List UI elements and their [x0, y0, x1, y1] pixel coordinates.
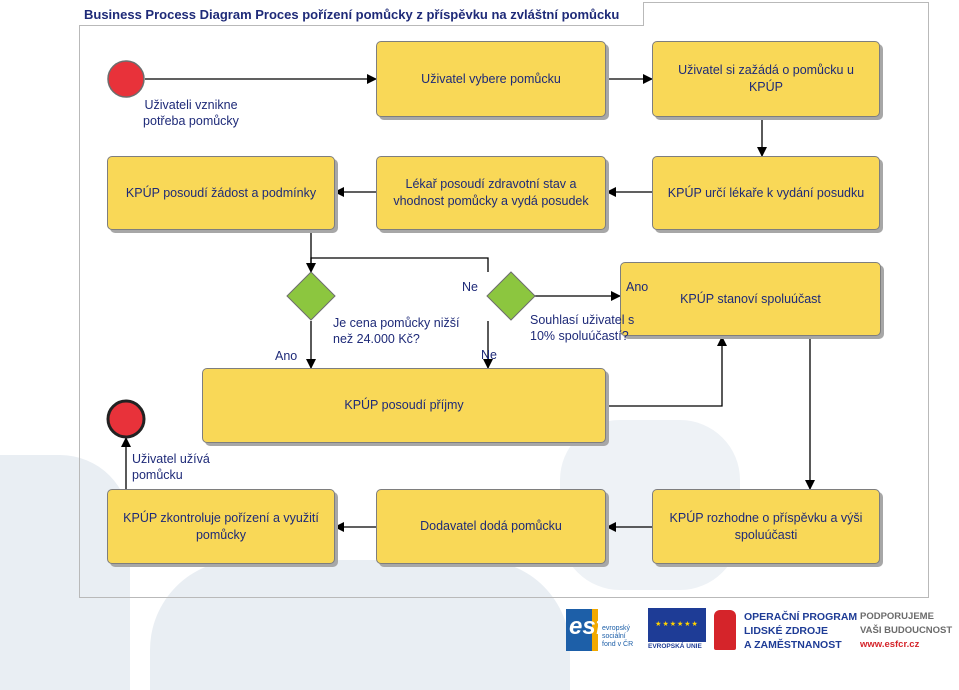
task-select-aid[interactable]: Uživatel vybere pomůcku [376, 41, 606, 117]
gateway-price-question-line1: Je cena pomůcky nižší [333, 316, 460, 330]
esf-logo-text: esf [569, 613, 604, 640]
task-doctor-assessment[interactable]: Lékař posoudí zdravotní stav a vhodnost … [376, 156, 606, 230]
task-assign-doctor[interactable]: KPÚP určí lékaře k vydání posudku [652, 156, 880, 230]
flow-t7-to-t8 [606, 336, 727, 407]
op-figure-icon [714, 610, 736, 650]
footer-logos: esf evropský sociální fond v ČR ★★★★★★ E… [566, 606, 956, 654]
gateway-consent-question-line1: Souhlasí uživatel s [530, 313, 635, 327]
diagram-title-tab [79, 2, 644, 26]
diagram-title: Business Process Diagram Proces pořízení… [84, 7, 620, 22]
gateway-price-question-line2: než 24.000 Kč? [333, 332, 420, 346]
eu-flag-icon: ★★★★★★ [648, 608, 706, 642]
support-url[interactable]: www.esfcr.cz [860, 639, 920, 650]
gateway-consent-yes-label: Ano [626, 280, 649, 294]
end-event-label: Uživatel užívá pomůcku [132, 452, 210, 482]
eu-flag-logo: ★★★★★★ EVROPSKÁ UNIE [648, 608, 706, 652]
task-decide-contribution[interactable]: KPÚP rozhodne o příspěvku a výši spoluúč… [652, 489, 880, 564]
gateway-consent-question-line2: 10% spoluúčastí? [530, 329, 629, 343]
start-event [107, 60, 145, 98]
task-set-copayment[interactable]: KPÚP stanoví spoluúčast [620, 262, 881, 336]
task-assess-income[interactable]: KPÚP posoudí příjmy [202, 368, 606, 443]
gateway-price [286, 271, 336, 321]
support-logo: PODPORUJEME VAŠI BUDOUCNOST www.esfcr.cz [860, 611, 953, 650]
task-check-purchase[interactable]: KPÚP zkontroluje pořízení a využití pomů… [107, 489, 335, 564]
esf-logo: esf evropský sociální fond v ČR [566, 609, 640, 651]
gateway-consent-no-label: Ne [481, 348, 497, 362]
gateway-consent [486, 271, 536, 321]
watermark-shape-bottom [150, 560, 570, 690]
gateway-price-yes-label: Ano [275, 349, 298, 363]
task-supplier-delivers[interactable]: Dodavatel dodá pomůcku [376, 489, 606, 564]
end-event [106, 399, 146, 439]
gateway-price-no-label: Ne [462, 280, 478, 294]
start-event-label: Uživateli vznikne potřeba pomůcky [143, 98, 239, 128]
op-logo: OPERAČNÍ PROGRAM LIDSKÉ ZDROJE A ZAMĚSTN… [714, 608, 857, 652]
flow-gw1-no-to-gw2 [310, 257, 489, 272]
task-assess-request[interactable]: KPÚP posoudí žádost a podmínky [107, 156, 335, 230]
task-request-aid[interactable]: Uživatel si zažádá o pomůcku u KPÚP [652, 41, 880, 117]
